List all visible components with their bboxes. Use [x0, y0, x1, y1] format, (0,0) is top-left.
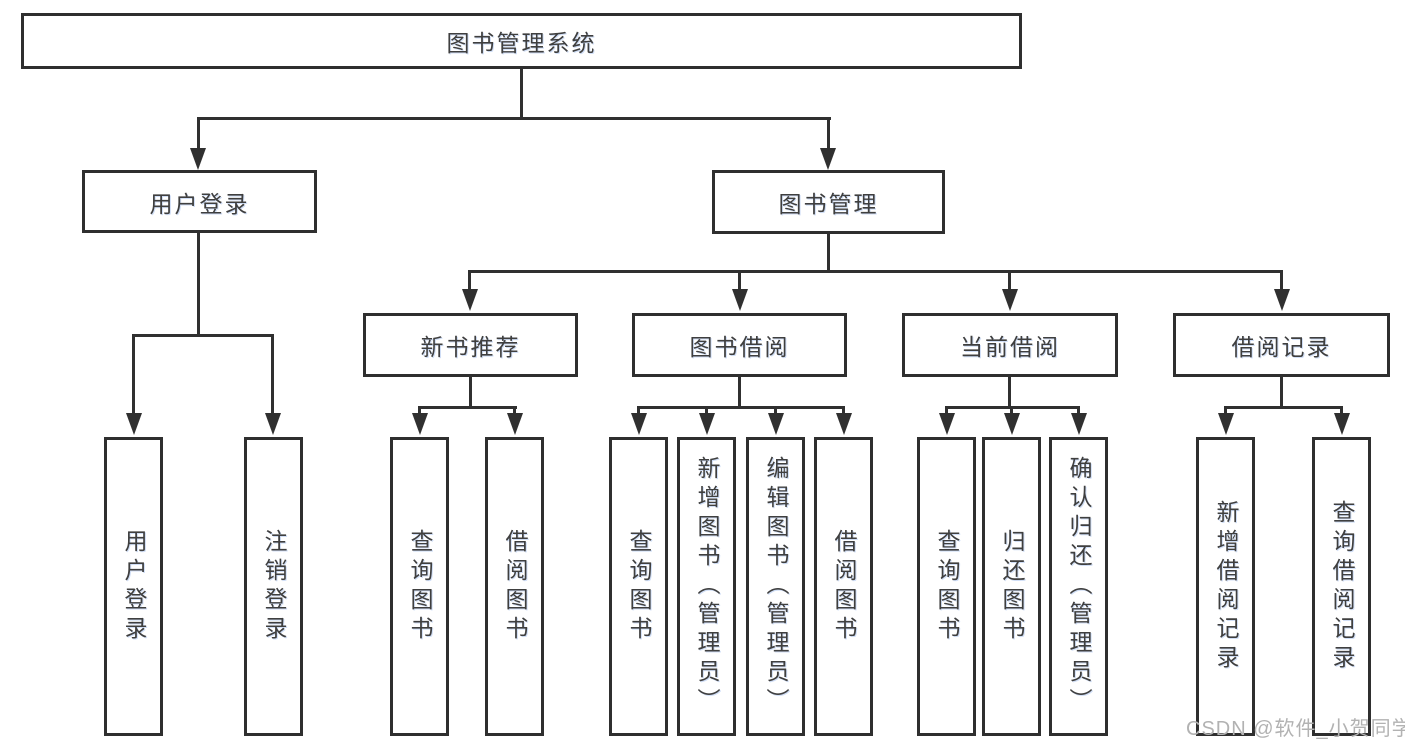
connector-line [705, 406, 708, 414]
leaf-label: 查询借阅记录 [1329, 499, 1355, 674]
node-book-borrow: 图书借阅 [632, 313, 847, 377]
leaf-label: 编辑图书（管理员） [763, 456, 789, 717]
csdn-watermark: CSDN @软件_小贺同学 [1186, 718, 1405, 740]
connector-arrowhead [699, 413, 715, 435]
node-library-system: 图书管理系统 [21, 13, 1022, 69]
leaf-label: 查询图书 [626, 528, 652, 645]
leaf-label: 借阅图书 [502, 528, 528, 645]
connector-arrowhead [462, 289, 478, 311]
node-label: 新书推荐 [420, 334, 521, 360]
node-current-borrow: 当前借阅 [902, 313, 1118, 377]
leaf-query-book-borrow: 查询图书 [609, 437, 668, 736]
leaf-query-book-current: 查询图书 [917, 437, 976, 736]
leaf-label: 借阅图书 [831, 528, 857, 645]
leaf-label: 用户登录 [121, 528, 147, 645]
connector-line [418, 406, 517, 409]
connector-line [1224, 406, 1227, 414]
connector-arrowhead [836, 413, 852, 435]
connector-line [1340, 406, 1343, 414]
connector-line [418, 406, 421, 414]
connector-line [1280, 375, 1283, 407]
connector-arrowhead [507, 413, 523, 435]
leaf-borrow-book: 借阅图书 [814, 437, 873, 736]
leaf-confirm-return-admin: 确认归还（管理员） [1049, 437, 1108, 736]
connector-line [774, 406, 777, 414]
node-label: 图书管理系统 [446, 30, 597, 56]
connector-arrowhead [768, 413, 784, 435]
connector-line [132, 334, 135, 413]
connector-line [827, 232, 830, 271]
leaf-label: 查询图书 [934, 528, 960, 645]
connector-line [1010, 406, 1013, 414]
connector-arrowhead [939, 413, 955, 435]
node-label: 图书管理 [778, 191, 879, 217]
connector-arrowhead [732, 289, 748, 311]
node-borrow-records: 借阅记录 [1173, 313, 1390, 377]
connector-line [271, 334, 274, 413]
connector-line [468, 270, 1283, 273]
node-new-book-recommend: 新书推荐 [363, 313, 578, 377]
connector-line [520, 69, 523, 118]
leaf-add-book-admin: 新增图书（管理员） [677, 437, 736, 736]
leaf-label: 新增借阅记录 [1213, 499, 1239, 674]
leaf-logout-login: 注销登录 [244, 437, 303, 736]
leaf-label: 注销登录 [261, 528, 287, 645]
connector-line [1280, 270, 1283, 290]
connector-line [468, 270, 471, 290]
connector-line [197, 231, 200, 335]
connector-arrowhead [1002, 289, 1018, 311]
connector-arrowhead [412, 413, 428, 435]
connector-arrowhead [1334, 413, 1350, 435]
node-label: 借阅记录 [1231, 334, 1332, 360]
connector-line [827, 117, 830, 149]
leaf-borrow-book-recommend: 借阅图书 [485, 437, 544, 736]
connector-line [1008, 375, 1011, 407]
connector-line [132, 334, 274, 337]
node-label: 用户登录 [149, 190, 250, 217]
connector-arrowhead [1218, 413, 1234, 435]
connector-line [945, 406, 948, 414]
connector-line [1077, 406, 1080, 414]
connector-arrowhead [190, 148, 206, 170]
connector-arrowhead [1274, 289, 1290, 311]
connector-arrowhead [1004, 413, 1020, 435]
connector-line [637, 406, 640, 414]
connector-line [738, 270, 741, 290]
leaf-label: 确认归还（管理员） [1066, 456, 1092, 717]
node-book-management: 图书管理 [712, 170, 945, 234]
leaf-return-book: 归还图书 [982, 437, 1041, 736]
leaf-query-book-recommend: 查询图书 [390, 437, 449, 736]
leaf-user-login: 用户登录 [104, 437, 163, 736]
leaf-label: 归还图书 [999, 528, 1025, 645]
leaf-add-borrow-record: 新增借阅记录 [1196, 437, 1255, 736]
leaf-label: 查询图书 [407, 528, 433, 645]
node-user-login: 用户登录 [82, 170, 317, 233]
leaf-query-borrow-record: 查询借阅记录 [1312, 437, 1371, 736]
connector-line [842, 406, 845, 414]
connector-line [738, 375, 741, 407]
connector-arrowhead [126, 413, 142, 435]
connector-line [469, 375, 472, 407]
connector-line [637, 406, 845, 409]
connector-line [513, 406, 516, 414]
connector-line [197, 117, 200, 149]
connector-line [1008, 270, 1011, 290]
leaf-label: 新增图书（管理员） [694, 456, 720, 717]
node-label: 当前借阅 [960, 334, 1060, 360]
connector-arrowhead [820, 148, 836, 170]
connector-line [197, 117, 831, 120]
connector-arrowhead [1071, 413, 1087, 435]
connector-arrowhead [265, 413, 281, 435]
leaf-edit-book-admin: 编辑图书（管理员） [746, 437, 805, 736]
connector-line [1224, 406, 1343, 409]
node-label: 图书借阅 [689, 334, 790, 360]
connector-arrowhead [631, 413, 647, 435]
